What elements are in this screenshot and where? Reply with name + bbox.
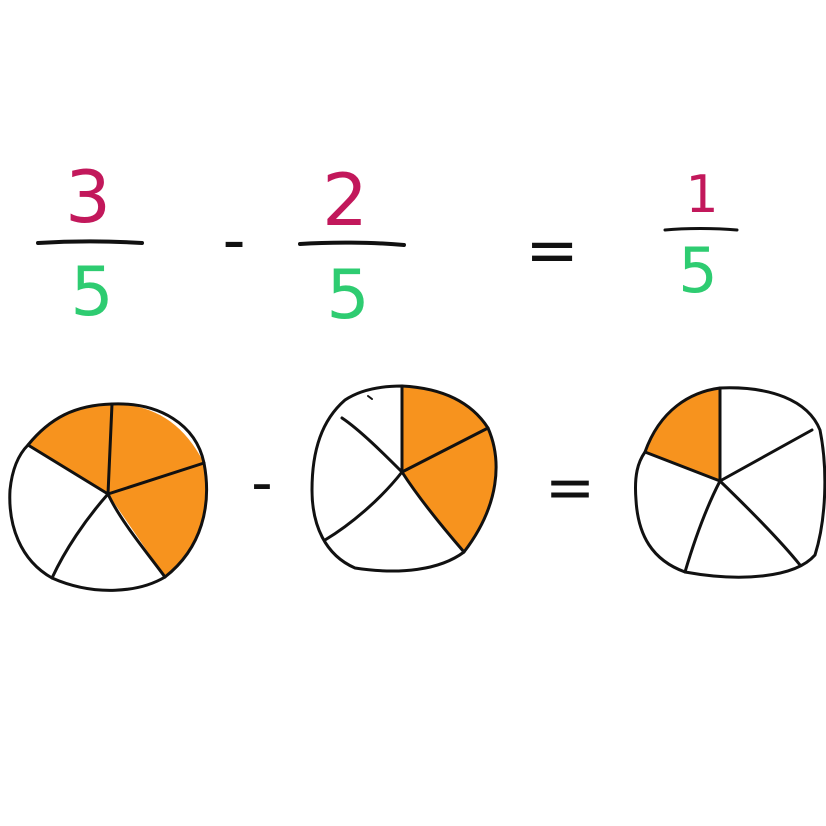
pie-row: - = xyxy=(8,384,826,592)
fraction-left: 3 5 xyxy=(36,155,144,332)
pie1-slice-shaded xyxy=(28,404,112,494)
pie1-divider xyxy=(106,461,206,496)
fraction-result-numerator: 1 xyxy=(685,165,718,225)
pie1-divider xyxy=(106,402,114,496)
pie2-divider xyxy=(323,470,404,542)
pie2-divider xyxy=(400,470,466,554)
pie1-slice-shaded xyxy=(108,404,204,494)
pie2-slice-shaded xyxy=(402,386,488,472)
pie2-divider xyxy=(367,395,373,400)
fraction-result-bar xyxy=(663,227,739,232)
pie-minus-sign: - xyxy=(251,448,273,518)
pie-two-fifths xyxy=(310,384,498,573)
fraction-left-bar xyxy=(36,239,144,245)
pie-equals-sign: = xyxy=(545,453,595,523)
pie3-divider xyxy=(718,428,814,483)
pie-three-fifths xyxy=(8,402,208,592)
pie2-divider xyxy=(400,426,490,474)
pie3-outline xyxy=(634,386,826,579)
pie1-divider xyxy=(50,492,110,580)
pie-one-fifth xyxy=(634,386,826,579)
pie3-divider xyxy=(683,479,722,574)
pie1-divider xyxy=(26,443,110,496)
equation-minus-sign: - xyxy=(222,204,245,278)
fraction-middle-bar xyxy=(298,240,406,247)
fraction-left-numerator: 3 xyxy=(65,155,111,239)
pie2-divider xyxy=(340,416,404,474)
fraction-middle-denominator: 5 xyxy=(326,256,369,335)
equation-row: 3 5 - 2 5 = 1 5 xyxy=(36,155,739,335)
pie3-divider xyxy=(643,450,722,483)
pie1-slice-shaded xyxy=(108,463,207,577)
fraction-middle: 2 5 xyxy=(298,158,406,335)
fraction-result-denominator: 5 xyxy=(678,234,717,307)
pie3-divider xyxy=(718,479,802,567)
fraction-left-denominator: 5 xyxy=(70,253,113,332)
pie1-divider xyxy=(106,492,167,579)
pie2-slice-shaded xyxy=(402,428,497,552)
fraction-result: 1 5 xyxy=(663,165,739,307)
fraction-middle-numerator: 2 xyxy=(322,158,368,242)
equation-equals-sign: = xyxy=(525,214,579,288)
